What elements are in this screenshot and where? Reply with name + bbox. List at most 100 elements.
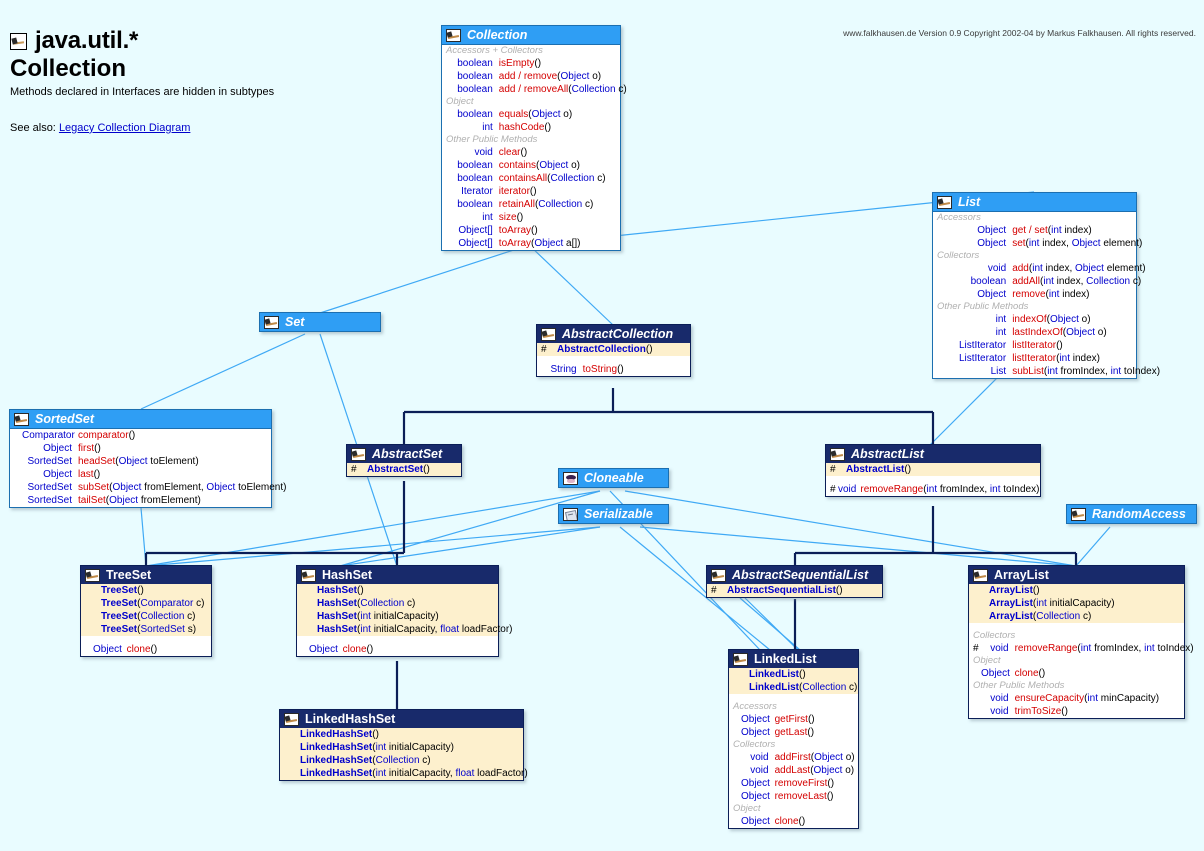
legacy-collection-diagram-link[interactable]: Legacy Collection Diagram [58,121,191,134]
class-header-list: List [933,193,1136,212]
method-name: add [1012,263,1029,274]
method-signature: () [128,430,136,441]
method-name: ArrayList [989,598,1033,609]
method-group-label: Object [973,655,1001,666]
class-box-serializable[interactable]: Serializable [558,504,669,524]
class-box-abstractcollection[interactable]: AbstractCollection #AbstractCollection (… [536,324,691,377]
class-box-arraylist[interactable]: ArrayList ArrayList ()ArrayList (int ini… [968,565,1194,719]
page-subtitle-note: Methods declared in Interfaces are hidde… [10,85,275,98]
class-header-abstractset: AbstractSet [347,445,461,463]
method-name: LinkedList [749,669,800,680]
method-name: getFirst [774,714,808,725]
method-name: headSet [78,456,116,467]
class-name: AbstractSet [372,447,443,461]
method-name: tailSet [78,495,106,506]
method-signature: (int fromIndex, int toIndex) [1077,643,1194,654]
method-name: HashSet [317,585,358,596]
class-body: LinkedList ()LinkedList (Collection c)Ac… [729,668,858,828]
hammer-icon [14,412,29,426]
method-group-label: Object [733,803,761,814]
method-signature: (Collection c) [372,755,431,766]
method-name: AbstractSequentialList [727,585,836,596]
method-name: clone [1014,668,1039,679]
method-row: LinkedHashSet (int initialCapacity, floa… [280,767,528,780]
method-signature: (Object fromElement, Object toElement) [109,482,287,493]
method-name: removeLast [774,791,827,802]
class-box-treeset[interactable]: TreeSet TreeSet ()TreeSet (Comparator c)… [80,565,212,657]
class-box-cloneable[interactable]: Cloneable [558,468,669,488]
class-box-abstractset[interactable]: AbstractSet #AbstractSet () [346,444,462,477]
method-name: listIterator [1012,353,1057,364]
class-box-linkedhashset[interactable]: LinkedHashSet LinkedHashSet ()LinkedHash… [279,709,528,781]
method-row: #AbstractCollection () [537,343,690,356]
method-name: last [78,469,94,480]
method-signature: (int fromIndex, int toIndex) [1043,366,1161,377]
class-box-randomaccess[interactable]: RandomAccess [1066,504,1197,524]
class-body: #AbstractSequentialList () [707,584,882,597]
method-name: toArray [498,225,532,236]
class-box-set[interactable]: Set [259,312,381,332]
inheritance-edges [144,388,1078,709]
method-name: get / set [1012,225,1048,236]
class-name: ArrayList [994,568,1049,582]
method-name: clone [774,816,799,827]
class-box-abstractsequentiallist[interactable]: AbstractSequentialList #AbstractSequenti… [706,565,883,598]
method-row: ArrayList () [969,584,1184,597]
class-header-hashset: HashSet [297,566,498,584]
method-signature: (Object o) [1046,314,1091,325]
hammer-icon [351,447,366,461]
method-signature: () [94,443,101,454]
method-name: clear [498,147,521,158]
method-signature: () [617,364,624,375]
class-box-hashset[interactable]: HashSet HashSet ()HashSet (Collection c)… [296,565,512,657]
class-name: TreeSet [106,568,152,582]
method-return-type: Object [981,668,1010,679]
method-name: isEmpty [498,58,535,69]
page-title-block: java.util.* Collection Methods declared … [10,27,275,134]
method-name: retainAll [498,199,535,210]
see-also-label: See also: [10,121,56,134]
method-group-label: Other Public Methods [446,134,538,145]
method-group-label: Accessors [937,212,981,223]
method-signature: () [423,464,430,475]
method-modifier: # [541,344,547,355]
method-name: clone [342,644,367,655]
method-name: HashSet [317,624,358,635]
class-name: Cloneable [584,471,644,485]
class-box-linkedlist[interactable]: LinkedList LinkedList ()LinkedList (Coll… [728,649,859,829]
method-name: ArrayList [989,585,1033,596]
class-name: Set [285,315,305,329]
method-signature: (Collection c) [799,682,858,693]
method-name: removeRange [1014,643,1078,654]
package-title-row: java.util.* [10,27,274,55]
method-return-type: Object[] [458,225,493,236]
method-row: HashSet (Collection c) [297,597,498,610]
method-signature: () [826,791,834,802]
method-signature: (Collection c) [1032,611,1092,622]
method-row: LinkedHashSet (int initialCapacity) [280,741,523,754]
